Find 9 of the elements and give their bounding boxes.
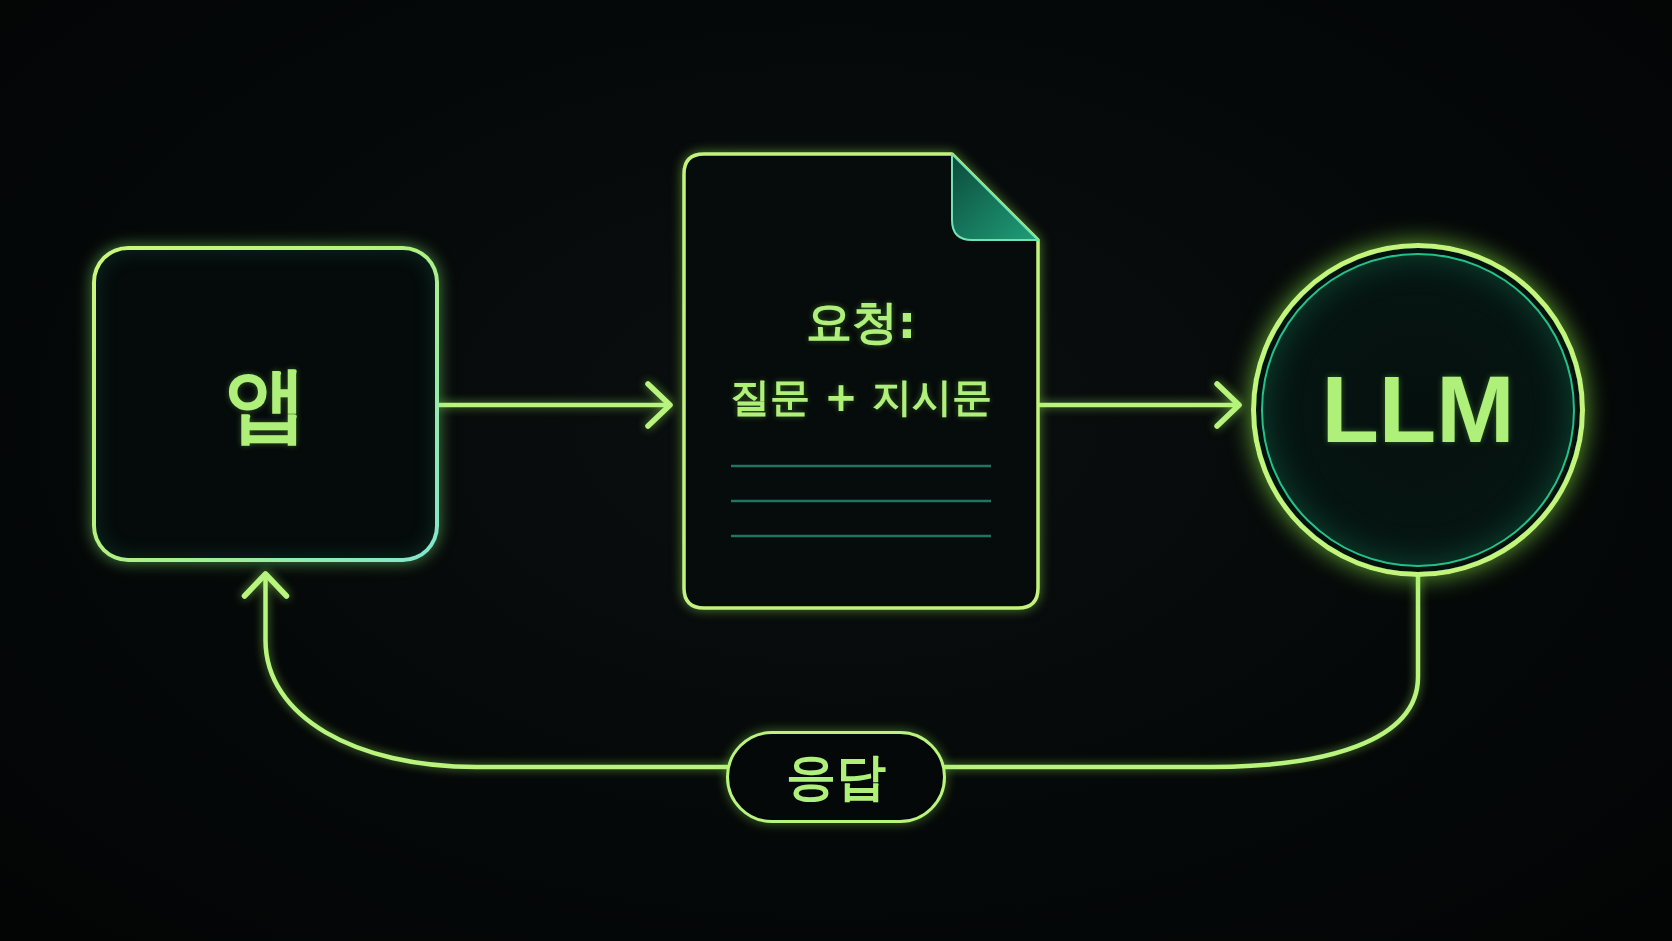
arrow bbox=[436, 381, 673, 429]
circle-node bbox=[1251, 243, 1585, 577]
document-text: 질문 + 지시문 bbox=[730, 374, 992, 420]
edge-label: 응답 bbox=[725, 731, 946, 823]
circle-label: LLM bbox=[1321, 355, 1515, 464]
arrow bbox=[1037, 381, 1242, 429]
document-shape bbox=[682, 152, 1040, 610]
box-label: 앱 bbox=[224, 356, 307, 452]
document-title: 요청: bbox=[805, 295, 917, 349]
